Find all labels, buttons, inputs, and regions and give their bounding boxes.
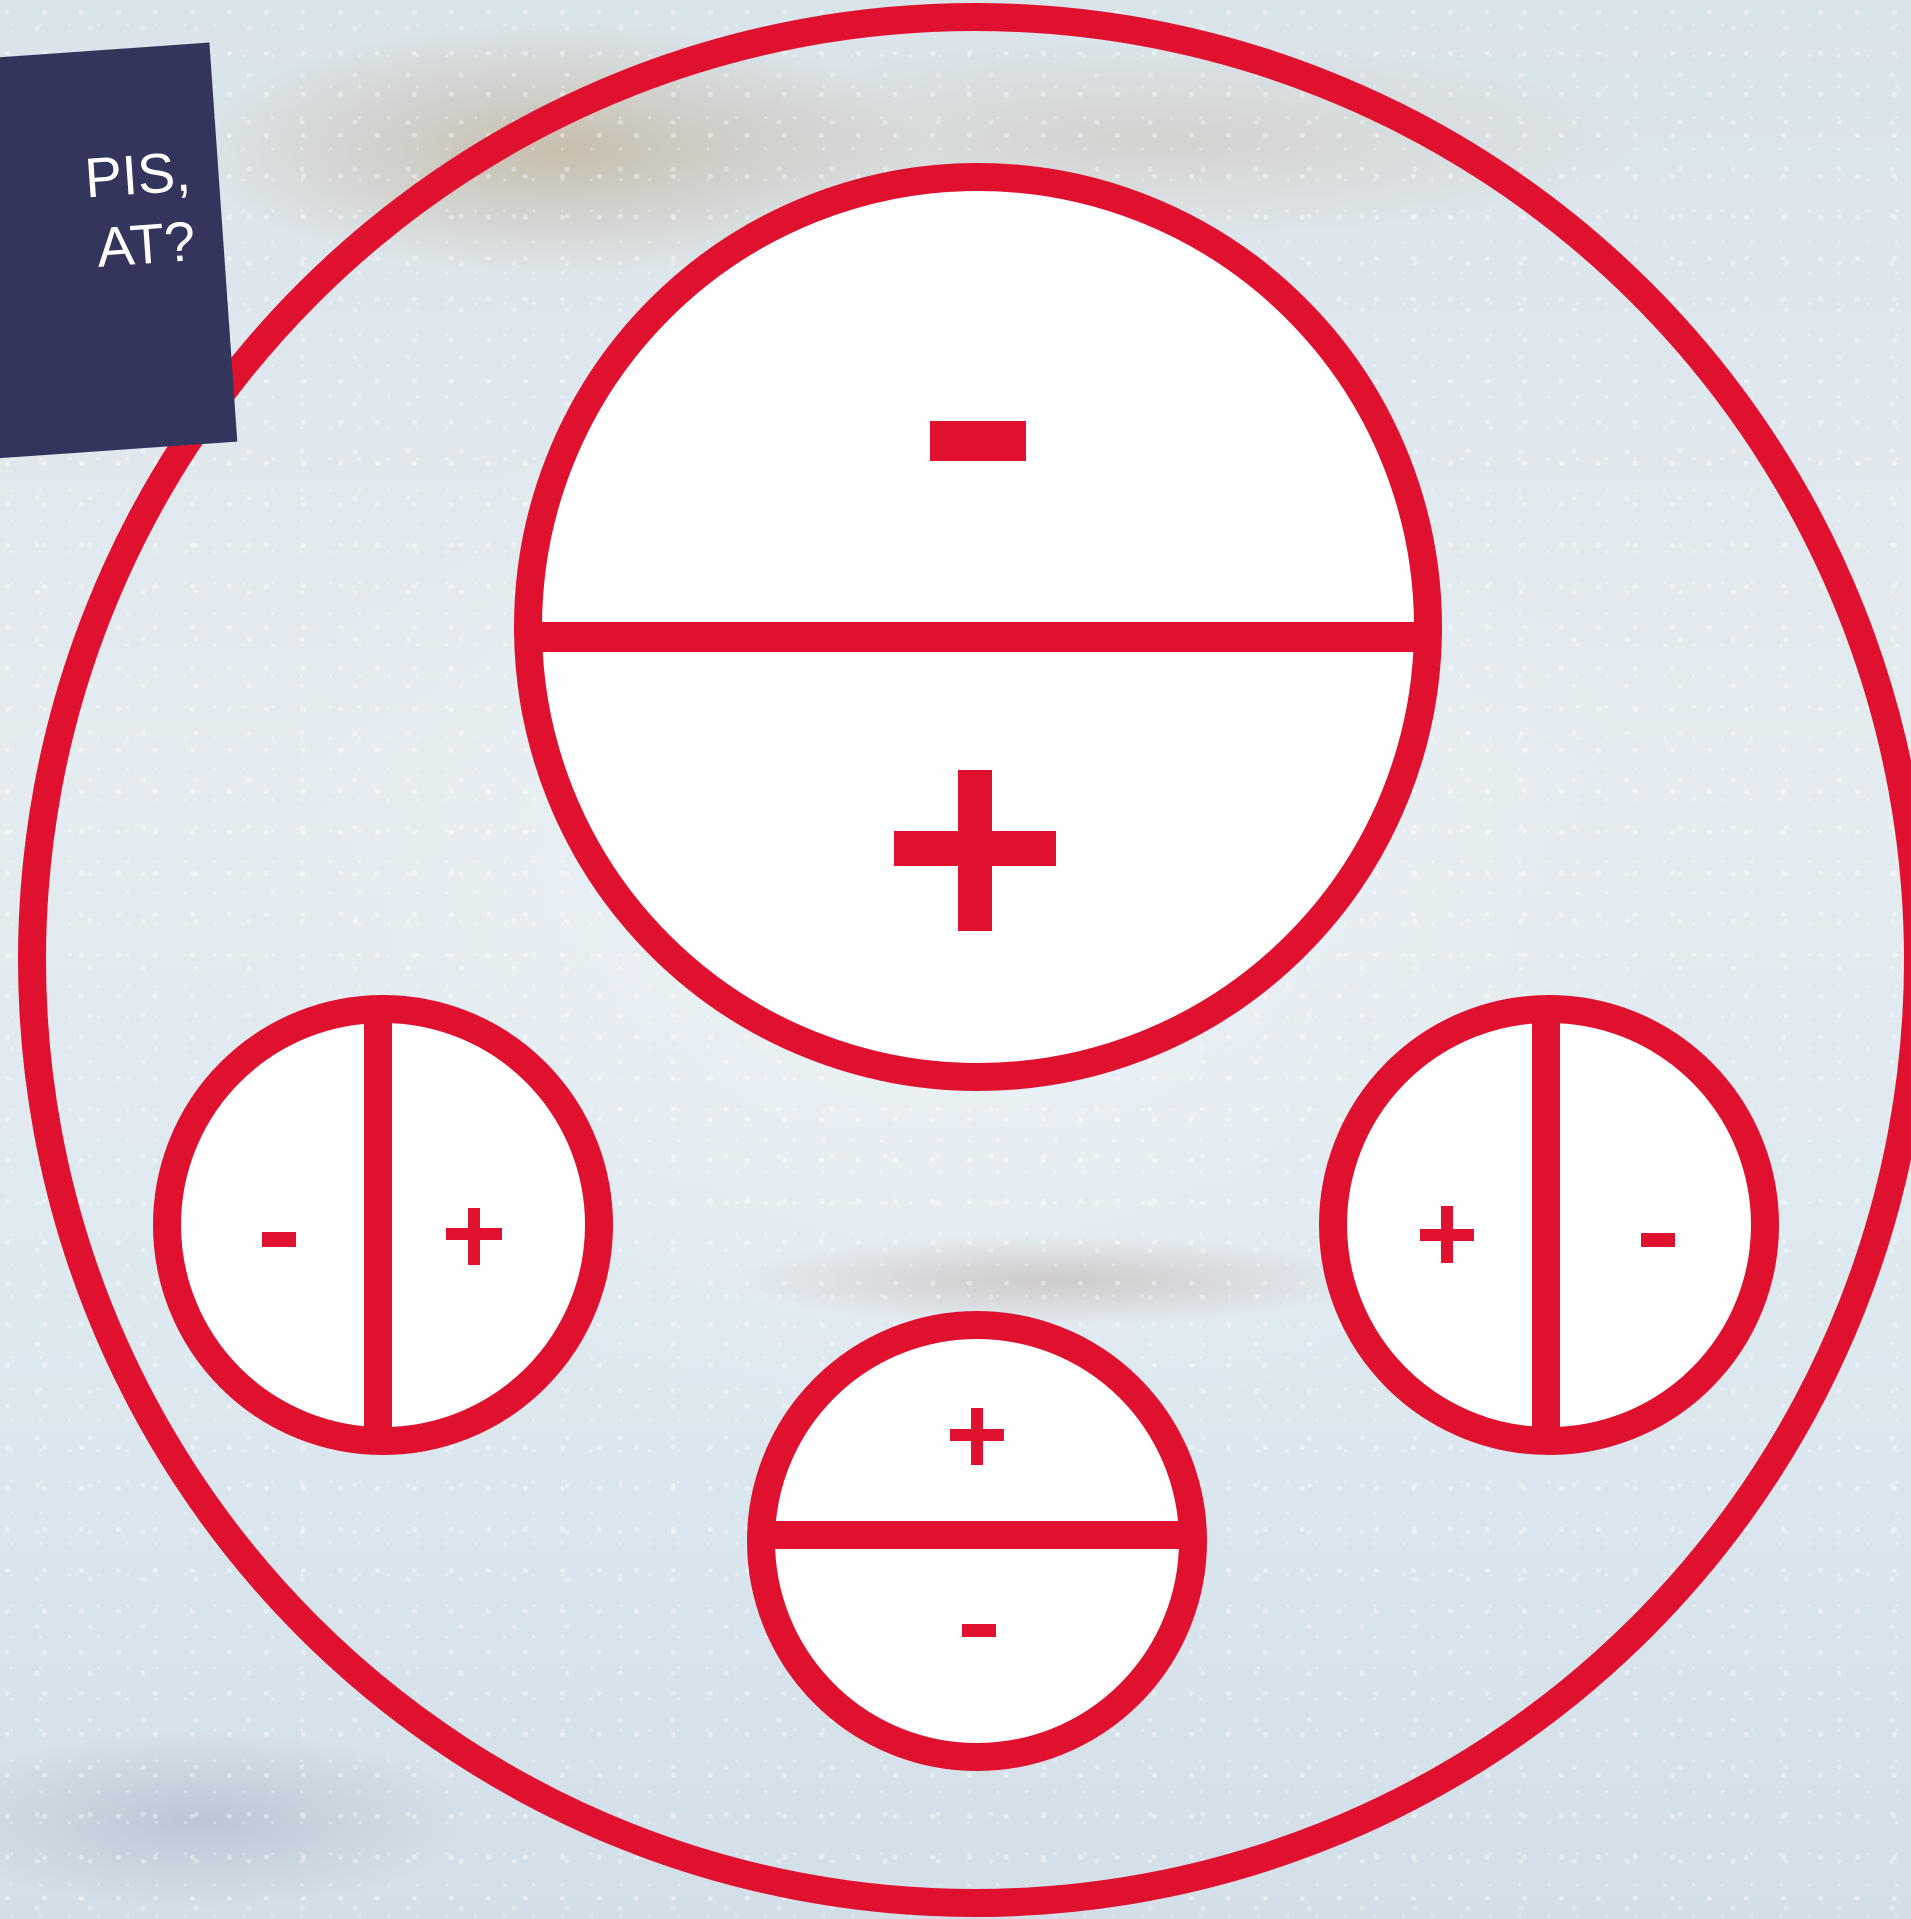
bottom-circle-minus-sign [962,1624,996,1637]
right-circle-minus-sign [1641,1233,1675,1247]
right-circle-plus-sign-vertical [1441,1206,1453,1263]
left-circle [167,1009,599,1441]
left-circle-plus-sign-vertical [468,1208,480,1265]
bottom-circle [761,1325,1193,1757]
right-circle [1333,1009,1765,1441]
big-circle [528,177,1428,1077]
banner-text: PIS, AT? [0,136,198,291]
bottom-circle-plus-sign-vertical [971,1408,983,1465]
big-circle-minus-sign [930,421,1026,461]
left-circle-minus-sign [262,1232,296,1247]
question-banner: PIS, AT? [0,43,237,459]
banner-line-2: AT? [0,206,198,291]
big-circle-plus-sign-vertical [958,770,992,931]
